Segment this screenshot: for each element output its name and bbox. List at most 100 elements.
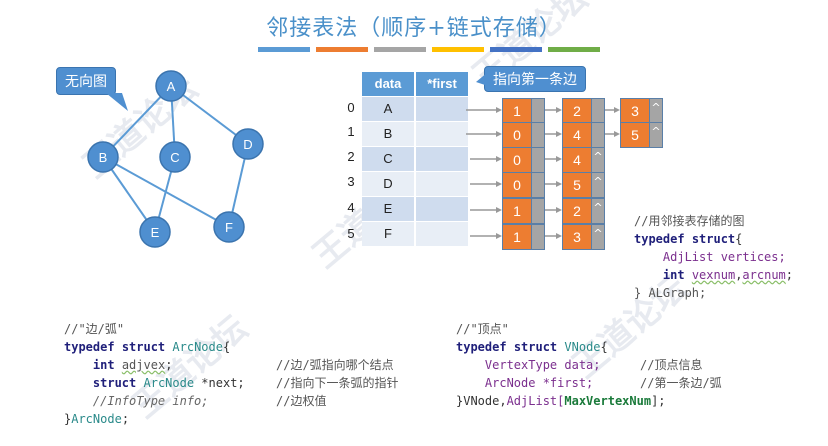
row-index: 1 (347, 124, 355, 139)
algraph-code: //用邻接表存储的图 typedef struct{ AdjList vertic… (634, 194, 793, 320)
code-comment: //顶点信息 (640, 358, 703, 372)
arrow-head-icon (556, 131, 562, 137)
arc-node: 5^ (620, 122, 663, 148)
arc-adjvex: 1 (503, 225, 531, 249)
page-title: 邻接表法（顺序+链式存储） (266, 16, 562, 41)
row-index: 0 (347, 100, 355, 115)
graph-vertex: A (155, 70, 187, 102)
code-comment: //指向下一条弧的指针 (276, 376, 399, 390)
row-index: 3 (347, 174, 355, 189)
arc-next (531, 199, 544, 223)
arc-adjvex: 4 (563, 148, 591, 172)
arrow-head-icon (556, 181, 562, 187)
arc-next (531, 148, 544, 172)
vnode-code: //"顶点"typedef struct VNode{ VertexType d… (456, 302, 666, 428)
arrow-head-icon (496, 181, 502, 187)
arc-next: ^ (591, 199, 604, 223)
arc-adjvex: 1 (503, 99, 531, 123)
arc-adjvex: 2 (563, 99, 591, 123)
code-comment: //"顶点" (456, 322, 509, 336)
arc-next (531, 123, 544, 147)
callout-text: 指向第一条边 (484, 66, 586, 92)
code-line: typedef struct ArcNode{ (64, 340, 231, 354)
arc-next: ^ (649, 123, 662, 147)
arc-adjvex: 5 (563, 173, 591, 197)
vertex-label: E (151, 225, 160, 240)
arc-next: ^ (591, 148, 604, 172)
code-line: ArcNode *first; (484, 376, 594, 390)
vertex-label: F (225, 220, 233, 235)
arrow-head-icon (556, 207, 562, 213)
first-callout: 指向第一条边 (476, 66, 586, 92)
arrow-head-icon (496, 207, 502, 213)
code-line: typedef struct VNode{ (456, 340, 608, 354)
arc-adjvex: 3 (563, 225, 591, 249)
code-comment: //边/弧指向哪个结点 (276, 358, 394, 372)
code-comment: //"边/弧" (64, 322, 125, 336)
code-comment: //用邻接表存储的图 (634, 214, 745, 228)
table-row: C (362, 147, 470, 173)
row-index: 2 (347, 149, 355, 164)
callout-tail-icon (476, 72, 488, 86)
row-index: 4 (347, 200, 355, 215)
code-line: int adjvex; (92, 358, 173, 372)
color-bar (490, 47, 542, 52)
list-arrows (466, 107, 620, 239)
code-line: }ArcNode; (64, 412, 130, 426)
code-line: AdjList vertices; (662, 250, 786, 264)
code-line: } ALGraph; (634, 286, 707, 300)
arrow-head-icon (614, 131, 620, 137)
code-line: typedef struct{ (634, 232, 743, 246)
code-comment: //第一条边/弧 (640, 376, 722, 390)
code-line: struct ArcNode *next; (92, 376, 245, 390)
arc-node: 3^ (620, 98, 663, 124)
arrow-head-icon (496, 107, 502, 113)
arc-node: 4^ (562, 147, 605, 173)
arc-next (591, 99, 604, 123)
color-bar (432, 47, 484, 52)
arc-node: 1 (502, 98, 545, 124)
arrow-head-icon (556, 107, 562, 113)
arc-node: 5^ (562, 172, 605, 198)
color-bar (258, 47, 310, 52)
arc-adjvex: 2 (563, 199, 591, 223)
graph-callout: 无向图 (56, 67, 128, 111)
color-bars (258, 47, 600, 52)
cell-data: F (362, 222, 416, 248)
graph-edge (170, 85, 249, 145)
vertex-label: B (99, 150, 108, 165)
arc-adjvex: 1 (503, 199, 531, 223)
arc-adjvex: 0 (503, 123, 531, 147)
undirected-graph: A B C D E F (87, 70, 264, 248)
arc-node: 3^ (562, 224, 605, 250)
callout-text: 无向图 (56, 67, 116, 95)
arc-next (531, 99, 544, 123)
color-bar (374, 47, 426, 52)
vertex-label: D (243, 137, 252, 152)
cell-first (416, 222, 470, 248)
arrow-head-icon (496, 131, 502, 137)
arc-adjvex: 0 (503, 148, 531, 172)
arc-next (531, 173, 544, 197)
color-bar (316, 47, 368, 52)
arc-next (591, 123, 604, 147)
arc-node: 1 (502, 198, 545, 224)
arc-node: 1 (502, 224, 545, 250)
vertex-label: A (167, 79, 176, 94)
arc-node: 2^ (562, 198, 605, 224)
arc-adjvex: 0 (503, 173, 531, 197)
arc-next: ^ (591, 173, 604, 197)
arcnode-comments: //边/弧指向哪个结点//指向下一条弧的指针//边权值 (276, 338, 398, 428)
table-header: data *first (362, 72, 470, 98)
arcnode-code: //"边/弧" typedef struct ArcNode{ int adjve… (64, 302, 245, 446)
graph-vertex: F (213, 211, 245, 243)
arc-adjvex: 4 (563, 123, 591, 147)
arrow-head-icon (496, 156, 502, 162)
color-bar (548, 47, 600, 52)
vnode-comments: //顶点信息 //第一条边/弧 (640, 338, 722, 410)
arc-next: ^ (591, 225, 604, 249)
arc-node: 0 (502, 122, 545, 148)
arrow-head-icon (556, 156, 562, 162)
vertex-label: C (170, 150, 179, 165)
